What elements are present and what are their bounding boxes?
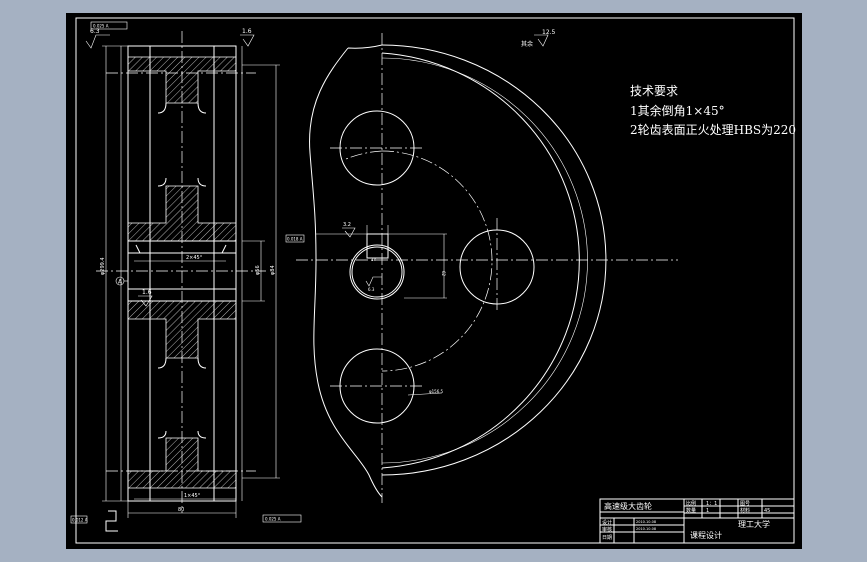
svg-text:0.018 A: 0.018 A	[287, 237, 303, 242]
scale-value: 1：1	[706, 501, 717, 507]
svg-text:6.3: 6.3	[90, 28, 100, 35]
svg-text:3.2: 3.2	[343, 222, 351, 228]
hole-pitch-circle	[381, 150, 493, 372]
tech-line-2: 2轮齿表面正火处理HBS为220	[630, 123, 796, 137]
hub-dia-text: φ84	[270, 265, 276, 275]
bore-chamfer-text: 2×45°	[186, 255, 203, 261]
svg-text:0.012 A: 0.012 A	[72, 518, 88, 523]
outer-dia-text: φ299.4	[100, 257, 106, 275]
hole-circle-text: φ156.5	[429, 389, 444, 394]
qty-value: 1	[706, 508, 709, 514]
date-label: 日期	[602, 535, 612, 541]
title-block	[599, 498, 795, 544]
tech-title: 技术要求	[630, 84, 678, 98]
break-line	[309, 44, 383, 498]
hatch-lower-web	[127, 300, 237, 359]
roughness-symbol-top-left: 6.3	[85, 28, 110, 49]
scale-label: 比例	[686, 500, 696, 507]
tech-line-1: 1其余倒角1×45°	[630, 103, 725, 118]
course-name: 课程设计	[690, 530, 722, 540]
hub-bore	[349, 244, 405, 300]
tolerance-frame-side: 0.018 A	[285, 234, 305, 243]
svg-text:0.025 A: 0.025 A	[93, 24, 109, 29]
gear-section-view	[96, 31, 280, 532]
school-name: 理工大学	[738, 519, 770, 529]
roughness-symbol-keyway: 3.2	[342, 222, 356, 238]
drawing-canvas: 6.3 1.6 1.6 0.025 A 0.025 A 0.018 A	[70, 17, 796, 544]
keyway-width-text: 18	[371, 257, 377, 262]
tolerance-frame-bottom: 0.025 A	[262, 514, 302, 523]
svg-text:1.6: 1.6	[242, 28, 252, 35]
technical-requirements: 技术要求 1其余倒角1×45° 2轮齿表面正火处理HBS为220	[630, 84, 796, 137]
gear-front-view	[296, 33, 678, 503]
design-date: 2010.10.08	[636, 520, 656, 524]
datum-letter: A	[118, 279, 123, 286]
tolerance-frame-top: 0.025 A	[90, 21, 128, 30]
designer-label: 设计	[602, 519, 612, 526]
drawing-no-label: 图号	[740, 501, 750, 507]
svg-text:6.3: 6.3	[368, 287, 375, 292]
checker-label: 审核	[602, 526, 612, 533]
drawing-frame	[75, 17, 795, 544]
gear-outer-rim	[381, 44, 607, 476]
svg-text:1.6: 1.6	[142, 289, 152, 296]
roughness-symbol-rest: 12.5 其余	[521, 29, 556, 48]
svg-text:其余: 其余	[521, 40, 533, 48]
tolerance-frame-left: 0.012 A	[70, 515, 88, 524]
svg-text:12.5: 12.5	[542, 29, 556, 36]
roughness-symbol-small: 6.3	[365, 276, 382, 292]
qty-label: 数量	[686, 507, 696, 514]
roughness-symbol-top-mid: 1.6	[240, 28, 255, 47]
part-name: 高速级大齿轮	[604, 501, 652, 511]
svg-text:0.025 A: 0.025 A	[265, 517, 281, 522]
bore-dia-text: φ56	[255, 265, 261, 275]
material-label: 材料	[740, 507, 750, 514]
roughness-symbol-bore-side: 1.6	[138, 289, 153, 307]
check-date: 2010.10.08	[636, 527, 656, 531]
material-value: 45	[764, 508, 770, 514]
keyway	[366, 233, 389, 259]
section-mark	[105, 510, 118, 532]
drawing-viewport[interactable]: 6.3 1.6 1.6 0.025 A 0.025 A 0.018 A	[66, 13, 802, 549]
chamfer-text: 1×45°	[184, 493, 201, 499]
width-dim-text: 80	[178, 507, 184, 513]
keyway-depth-text: 62	[441, 271, 446, 277]
